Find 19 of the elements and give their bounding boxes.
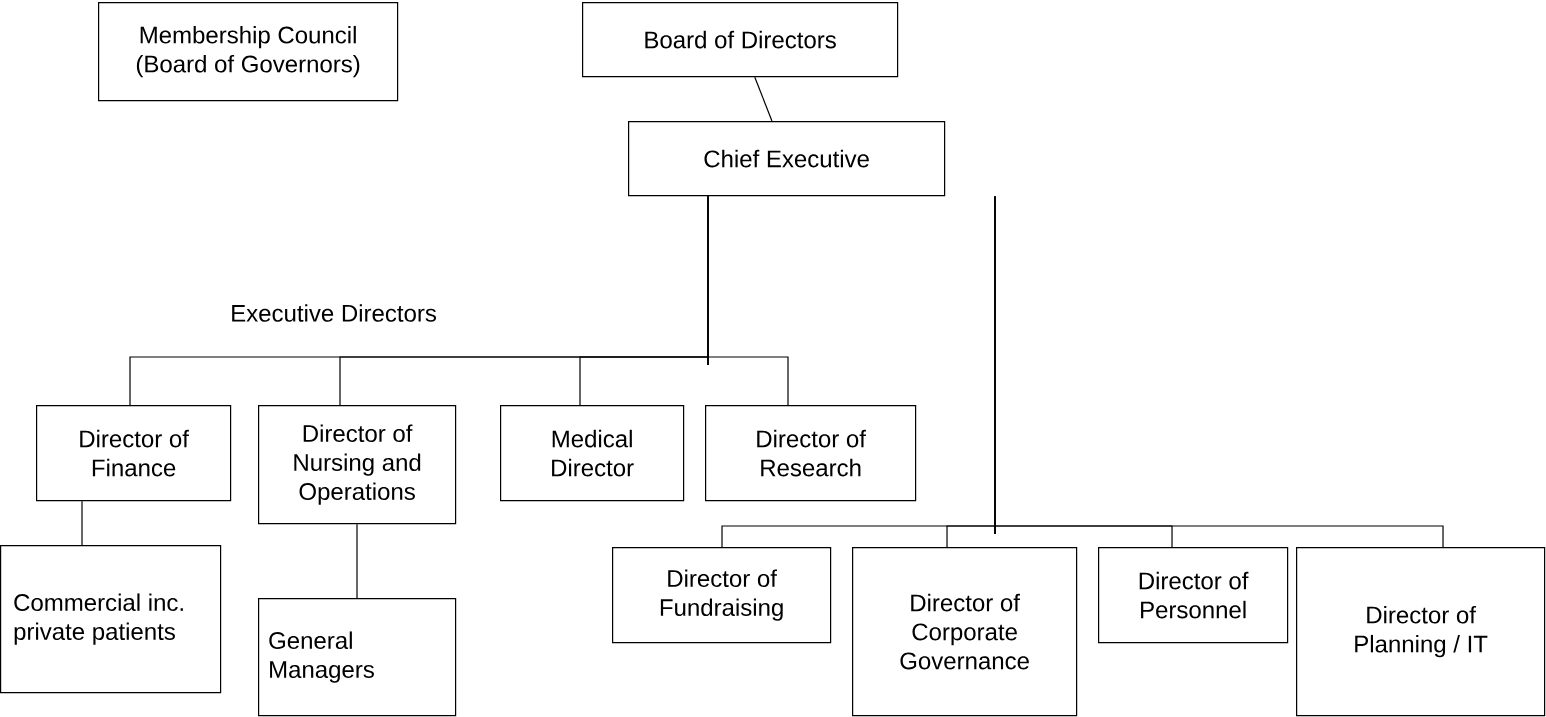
connector-line xyxy=(754,76,773,122)
connector-line xyxy=(707,195,789,406)
org-box: Membership Council (Board of Governors) xyxy=(98,2,399,102)
connector-line xyxy=(356,523,358,599)
org-box: Director of Corporate Governance xyxy=(852,547,1078,717)
org-box: Director of Personnel xyxy=(1098,547,1289,644)
org-box: Director of Finance xyxy=(36,405,232,502)
connector-line xyxy=(81,500,83,546)
connector-line xyxy=(994,195,1444,548)
group-label: Executive Directors xyxy=(232,304,437,322)
org-box: Director of Research xyxy=(705,405,917,502)
org-box: Chief Executive xyxy=(628,121,946,197)
org-box: Director of Fundraising xyxy=(612,547,832,644)
org-box: General Managers xyxy=(258,598,457,717)
org-box: Board of Directors xyxy=(582,2,899,78)
org-box: Medical Director xyxy=(500,405,685,502)
org-box: Director of Planning / IT xyxy=(1296,547,1546,717)
org-box: Director of Nursing and Operations xyxy=(258,405,457,525)
org-box: Commercial inc. private patients xyxy=(0,545,222,694)
